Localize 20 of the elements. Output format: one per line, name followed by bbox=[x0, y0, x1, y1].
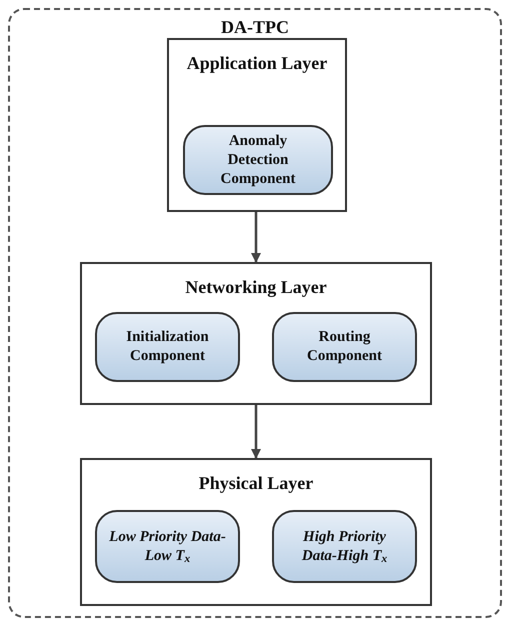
layer-box bbox=[167, 38, 347, 212]
layer-box bbox=[80, 458, 432, 606]
component-label: High Priority Data-High T$_{x}$ bbox=[300, 528, 388, 566]
component-pill bbox=[183, 125, 333, 195]
layer-box bbox=[80, 262, 432, 405]
component-pill bbox=[272, 312, 417, 382]
component-pill bbox=[272, 510, 417, 583]
component-label: Anomaly Detection Component bbox=[219, 132, 296, 188]
arrow bbox=[251, 212, 261, 263]
layer-title: Physical Layer bbox=[198, 472, 314, 495]
component-pill bbox=[95, 510, 240, 583]
component-label: Routing Component bbox=[306, 328, 383, 366]
dashed-container bbox=[8, 8, 502, 618]
container-title: DA-TPC bbox=[220, 16, 290, 39]
component-label: Initialization Component bbox=[125, 328, 210, 366]
layer-title: Application Layer bbox=[186, 52, 328, 75]
layer-title: Networking Layer bbox=[184, 276, 328, 299]
component-label: Low Priority Data-Low T$_{x}$ bbox=[108, 528, 227, 566]
arrow bbox=[251, 405, 261, 459]
component-pill bbox=[95, 312, 240, 382]
